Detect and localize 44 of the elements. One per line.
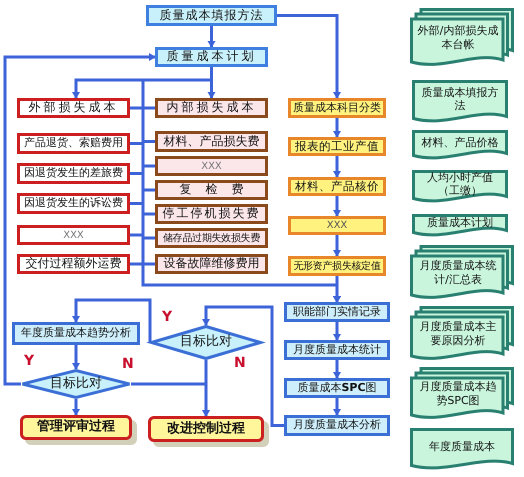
cost-item-box: 复检费 <box>155 180 268 200</box>
cost-item-box: 因退货发生的诉讼费 <box>17 193 130 214</box>
decision-diamond: 目标比对 <box>21 369 131 399</box>
arrow <box>333 118 341 138</box>
arrow <box>333 156 341 178</box>
cost-item-box: 交付过程额外运费 <box>17 254 130 274</box>
arrow <box>72 345 80 370</box>
arrow <box>202 306 284 427</box>
arrow <box>277 14 341 99</box>
process-box: 质量成本填报方法 <box>146 5 277 26</box>
arrow <box>333 398 341 416</box>
cost-item-box: 材料、产品损失费 <box>155 131 268 152</box>
process-box: 职能部门实情记录 <box>284 302 390 322</box>
process-box: 无形资产损失核定值 <box>288 256 386 276</box>
process-box: 年度质量成本趋势分析 <box>12 322 140 345</box>
process-box: 质量成本计划 <box>155 47 268 67</box>
arrow <box>72 298 152 342</box>
arrow <box>333 360 341 379</box>
process-box: 质量成本科目分类 <box>288 98 386 118</box>
arrow <box>4 53 156 386</box>
arrow <box>208 26 216 48</box>
cost-item-box: 储存品过期失效损失费 <box>155 228 268 248</box>
process-box: 月度质量成本统计 <box>284 340 390 360</box>
edge-label: Y <box>160 310 174 324</box>
process-box: 报表的工业产值 <box>288 137 386 156</box>
arrow <box>333 235 341 257</box>
cost-item-box: 产品退货、索赔费用 <box>17 133 130 154</box>
cost-item-box: 停工停机损失费 <box>155 204 268 224</box>
edge-label: Y <box>22 354 36 368</box>
process-box: XXX <box>288 216 386 235</box>
connector-line <box>130 106 155 110</box>
process-box: 质量成本SPC图 <box>284 378 390 398</box>
cost-item-box: XXX <box>155 156 268 176</box>
process-box: 材料、产品核价 <box>288 177 386 196</box>
cost-item-box: 内部损失成本 <box>155 98 268 118</box>
arrow <box>131 382 210 417</box>
arrow <box>72 399 80 416</box>
process-box: 月度质量成本分析 <box>284 415 390 436</box>
arrow <box>333 322 341 341</box>
cost-item-box: 设备故障维修费用 <box>155 254 268 274</box>
cost-item-box: 外部损失成本 <box>17 98 130 118</box>
cost-item-box: XXX <box>17 225 130 245</box>
arrow <box>333 196 341 217</box>
cost-item-box: 因退货发生的差旅费 <box>17 163 130 184</box>
